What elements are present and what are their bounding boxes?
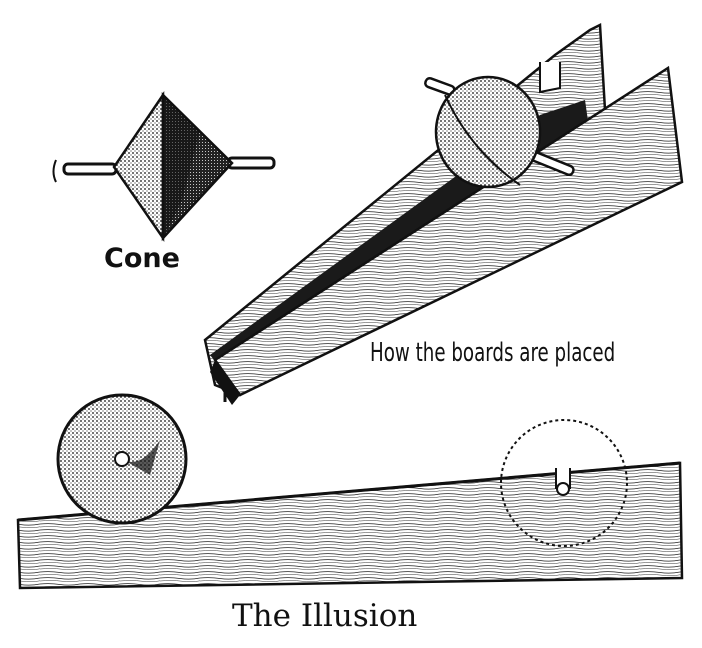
illusion-cone-axle <box>114 451 130 467</box>
ramp-cone-body <box>434 75 542 189</box>
motion-mark <box>52 159 57 183</box>
cone-axle-right <box>226 156 276 170</box>
back-board-notch <box>539 62 561 94</box>
illusion-ghost-axle <box>556 482 570 496</box>
v-boards-figure <box>203 23 684 405</box>
cone-axle-left <box>62 162 118 176</box>
ramp-cone-seam <box>444 94 521 186</box>
illusion-cone-shadow <box>122 440 160 475</box>
cone-left-half <box>112 90 165 243</box>
cone-caption: Cone <box>104 243 180 274</box>
illusion-ghost-circle <box>500 419 628 547</box>
double-cone-figure <box>52 90 276 243</box>
illusion-caption: The Illusion <box>232 598 418 634</box>
cone-shadow <box>163 95 200 238</box>
boards-caption: How the boards are placed <box>370 338 616 368</box>
illusion-figure <box>16 393 684 590</box>
